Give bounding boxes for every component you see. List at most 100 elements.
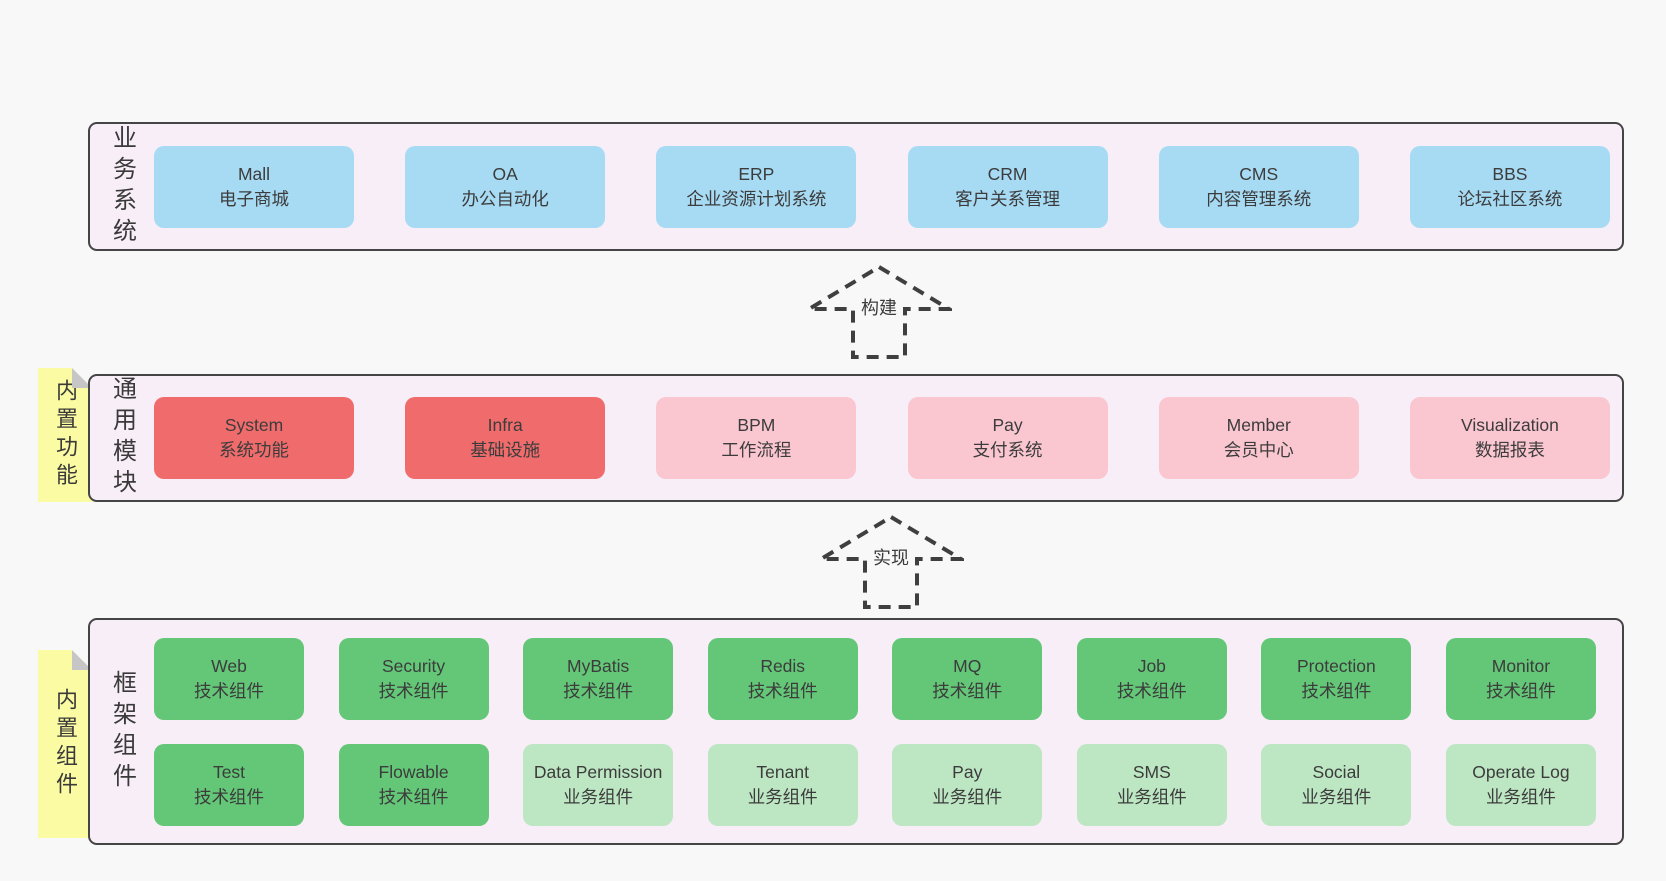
box-row: Test 技术组件 Flowable 技术组件 Data Permission … — [154, 743, 1596, 826]
box-subtitle: 企业资源计划系统 — [686, 188, 827, 209]
box-sms: SMS 业务组件 — [1076, 743, 1227, 826]
up-block-arrow-icon — [813, 514, 969, 609]
box-subtitle: 技术组件 — [1301, 680, 1372, 701]
sticky-note-label: 内置组件 — [53, 688, 78, 800]
box-subtitle: 论坛社区系统 — [1457, 188, 1563, 209]
box-subtitle: 技术组件 — [747, 680, 818, 701]
box-security: Security 技术组件 — [338, 637, 489, 720]
box-title: CRM — [987, 163, 1028, 184]
box-pay-module: Pay 支付系统 — [907, 397, 1108, 479]
box-subtitle: 系统功能 — [219, 440, 289, 460]
box-subtitle: 业务组件 — [747, 786, 818, 807]
box-title: CMS — [1239, 163, 1279, 184]
layer-content: System 系统功能 Infra 基础设施 BPM 工作流程 Pay 支付系统… — [154, 376, 1610, 500]
box-protection: Protection 技术组件 — [1261, 637, 1412, 720]
box-subtitle: 技术组件 — [378, 680, 449, 701]
box-title: ERP — [738, 163, 775, 184]
layer-framework-components: 框架组件 Web 技术组件 Security 技术组件 MyBatis 技术组件… — [88, 618, 1624, 845]
box-subtitle: 业务组件 — [1485, 786, 1556, 807]
box-title: Tenant — [756, 761, 809, 782]
box-subtitle: 基础设施 — [470, 440, 541, 460]
box-title: Operate Log — [1472, 761, 1570, 782]
arrow-label: 实现 — [870, 544, 912, 570]
layer-label: 框架组件 — [108, 669, 136, 794]
layer-common-modules: 通用模块 System 系统功能 Infra 基础设施 BPM 工作流程 Pay… — [88, 374, 1624, 502]
box-title: Pay — [952, 761, 983, 782]
box-subtitle: 办公自动化 — [461, 188, 549, 209]
layer-label: 通用模块 — [108, 376, 136, 500]
box-title: Job — [1137, 655, 1166, 676]
box-title: Test — [212, 761, 246, 782]
box-title: Social — [1312, 761, 1361, 782]
box-title: Redis — [760, 655, 806, 676]
box-title: Visualization — [1460, 415, 1559, 436]
box-mybatis: MyBatis 技术组件 — [523, 637, 674, 720]
layer-content: Mall 电子商城 OA 办公自动化 ERP 企业资源计划系统 CRM 客户关系… — [154, 124, 1610, 249]
box-tenant: Tenant 业务组件 — [707, 743, 858, 826]
box-title: BBS — [1492, 163, 1528, 184]
box-subtitle: 电子商城 — [219, 188, 289, 209]
box-subtitle: 数据报表 — [1474, 440, 1545, 460]
box-subtitle: 内容管理系统 — [1206, 188, 1312, 209]
box-title: Monitor — [1491, 655, 1551, 676]
box-oa: OA 办公自动化 — [405, 145, 606, 228]
box-subtitle: 技术组件 — [378, 786, 449, 807]
box-subtitle: 技术组件 — [194, 680, 264, 701]
box-operate-log: Operate Log 业务组件 — [1445, 743, 1596, 826]
box-subtitle: 业务组件 — [563, 786, 634, 807]
box-data-permission: Data Permission 业务组件 — [523, 743, 674, 826]
layer-content: Web 技术组件 Security 技术组件 MyBatis 技术组件 Redi… — [154, 620, 1596, 843]
sticky-note-label: 内置功能 — [53, 379, 78, 491]
box-system: System 系统功能 — [154, 397, 354, 479]
box-subtitle: 客户关系管理 — [955, 188, 1061, 209]
layer-business-systems: 业务系统 Mall 电子商城 OA 办公自动化 ERP 企业资源计划系统 CRM… — [88, 122, 1624, 251]
up-block-arrow-icon — [801, 264, 957, 359]
box-member: Member 会员中心 — [1158, 397, 1359, 479]
box-crm: CRM 客户关系管理 — [907, 145, 1108, 228]
layer-label: 业务系统 — [108, 124, 136, 249]
box-redis: Redis 技术组件 — [707, 637, 858, 720]
box-title: Member — [1226, 415, 1291, 436]
box-subtitle: 会员中心 — [1223, 440, 1294, 460]
box-subtitle: 业务组件 — [1116, 786, 1187, 807]
sticky-note-builtin-components: 内置组件 — [38, 650, 92, 838]
box-title: MQ — [953, 655, 982, 676]
box-job: Job 技术组件 — [1076, 637, 1227, 720]
box-mq: MQ 技术组件 — [892, 637, 1043, 720]
box-subtitle: 技术组件 — [194, 786, 264, 807]
box-pay-component: Pay 业务组件 — [892, 743, 1043, 826]
box-mall: Mall 电子商城 — [154, 145, 354, 228]
box-title: Security — [381, 655, 446, 676]
box-row: System 系统功能 Infra 基础设施 BPM 工作流程 Pay 支付系统… — [154, 397, 1610, 479]
box-title: Protection — [1296, 655, 1376, 676]
box-title: Data Permission — [533, 761, 663, 782]
box-row: Web 技术组件 Security 技术组件 MyBatis 技术组件 Redi… — [154, 637, 1596, 720]
box-title: OA — [492, 163, 518, 184]
box-row: Mall 电子商城 OA 办公自动化 ERP 企业资源计划系统 CRM 客户关系… — [154, 145, 1610, 228]
box-web: Web 技术组件 — [154, 637, 304, 720]
box-title: SMS — [1132, 761, 1171, 782]
box-title: Web — [211, 655, 247, 676]
box-social: Social 业务组件 — [1261, 743, 1412, 826]
box-flowable: Flowable 技术组件 — [338, 743, 489, 826]
box-title: Pay — [992, 415, 1023, 436]
box-subtitle: 技术组件 — [563, 680, 634, 701]
arrow-label: 构建 — [858, 294, 900, 320]
box-subtitle: 技术组件 — [1116, 680, 1187, 701]
box-erp: ERP 企业资源计划系统 — [656, 145, 857, 228]
box-subtitle: 技术组件 — [1485, 680, 1556, 701]
box-title: Mall — [237, 163, 271, 184]
box-bbs: BBS 论坛社区系统 — [1409, 145, 1610, 228]
box-title: Flowable — [378, 761, 449, 782]
box-title: System — [224, 415, 284, 436]
arrow-build: 构建 — [801, 264, 957, 360]
box-subtitle: 支付系统 — [972, 440, 1043, 460]
box-cms: CMS 内容管理系统 — [1158, 145, 1359, 228]
box-infra: Infra 基础设施 — [405, 397, 606, 479]
sticky-note-builtin-features: 内置功能 — [38, 368, 92, 502]
box-test: Test 技术组件 — [154, 743, 304, 826]
box-title: BPM — [737, 415, 776, 436]
box-monitor: Monitor 技术组件 — [1445, 637, 1596, 720]
box-title: Infra — [487, 415, 523, 436]
box-bpm: BPM 工作流程 — [656, 397, 857, 479]
